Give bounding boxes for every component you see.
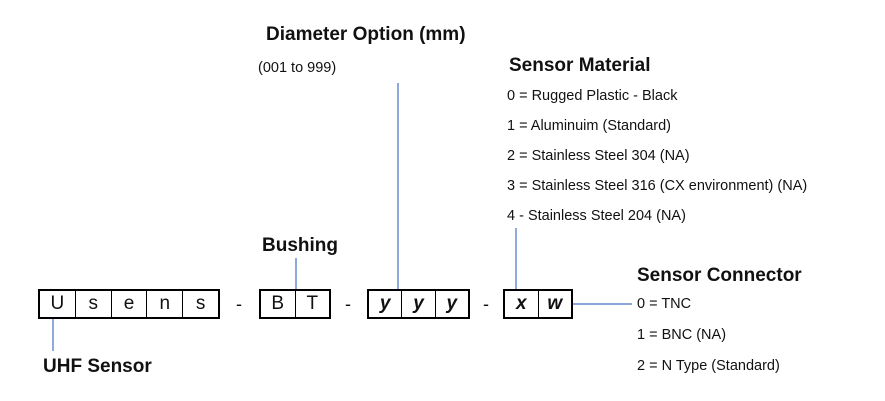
code-box-yyy: y y y	[367, 289, 470, 319]
sensor-connector-title: Sensor Connector	[637, 265, 802, 286]
code-cell-w: w	[547, 293, 563, 314]
code-cell-y1: y	[369, 291, 403, 317]
code-cell-n: n	[147, 291, 184, 317]
connector-item-1: 1 = BNC (NA)	[637, 327, 727, 343]
code-box-xw: x w	[503, 289, 573, 319]
code-cell-t: T	[306, 293, 319, 314]
code-cell-y3: y	[446, 293, 458, 314]
connector-item-0: 0 = TNC	[637, 296, 692, 312]
code-box-bt: B T	[259, 289, 331, 319]
bushing-title: Bushing	[262, 235, 338, 256]
code-separator-2: -	[345, 294, 351, 314]
code-cell-x: x	[505, 291, 539, 317]
uhf-sensor-title: UHF Sensor	[43, 356, 152, 377]
material-item-0: 0 = Rugged Plastic - Black	[507, 88, 678, 104]
code-cell-y2: y	[402, 291, 436, 317]
code-cell-e: e	[112, 291, 148, 317]
material-item-2: 2 = Stainless Steel 304 (NA)	[507, 148, 690, 164]
code-cell-u: U	[40, 291, 76, 317]
code-cell-s1: s	[76, 291, 112, 317]
material-item-4: 4 - Stainless Steel 204 (NA)	[507, 208, 686, 224]
connector-item-2: 2 = N Type (Standard)	[637, 358, 780, 374]
diameter-range: (001 to 999)	[258, 60, 337, 76]
code-separator-1: -	[236, 294, 242, 314]
diameter-option-title: Diameter Option (mm)	[266, 24, 466, 45]
code-separator-3: -	[483, 294, 489, 314]
sensor-material-title: Sensor Material	[509, 55, 651, 76]
material-item-3: 3 = Stainless Steel 316 (CX environment)…	[507, 178, 808, 194]
code-cell-s2: s	[195, 293, 206, 314]
code-box-usens: U s e n s	[38, 289, 220, 319]
material-item-1: 1 = Aluminuim (Standard)	[507, 118, 672, 134]
code-cell-b: B	[261, 291, 296, 317]
